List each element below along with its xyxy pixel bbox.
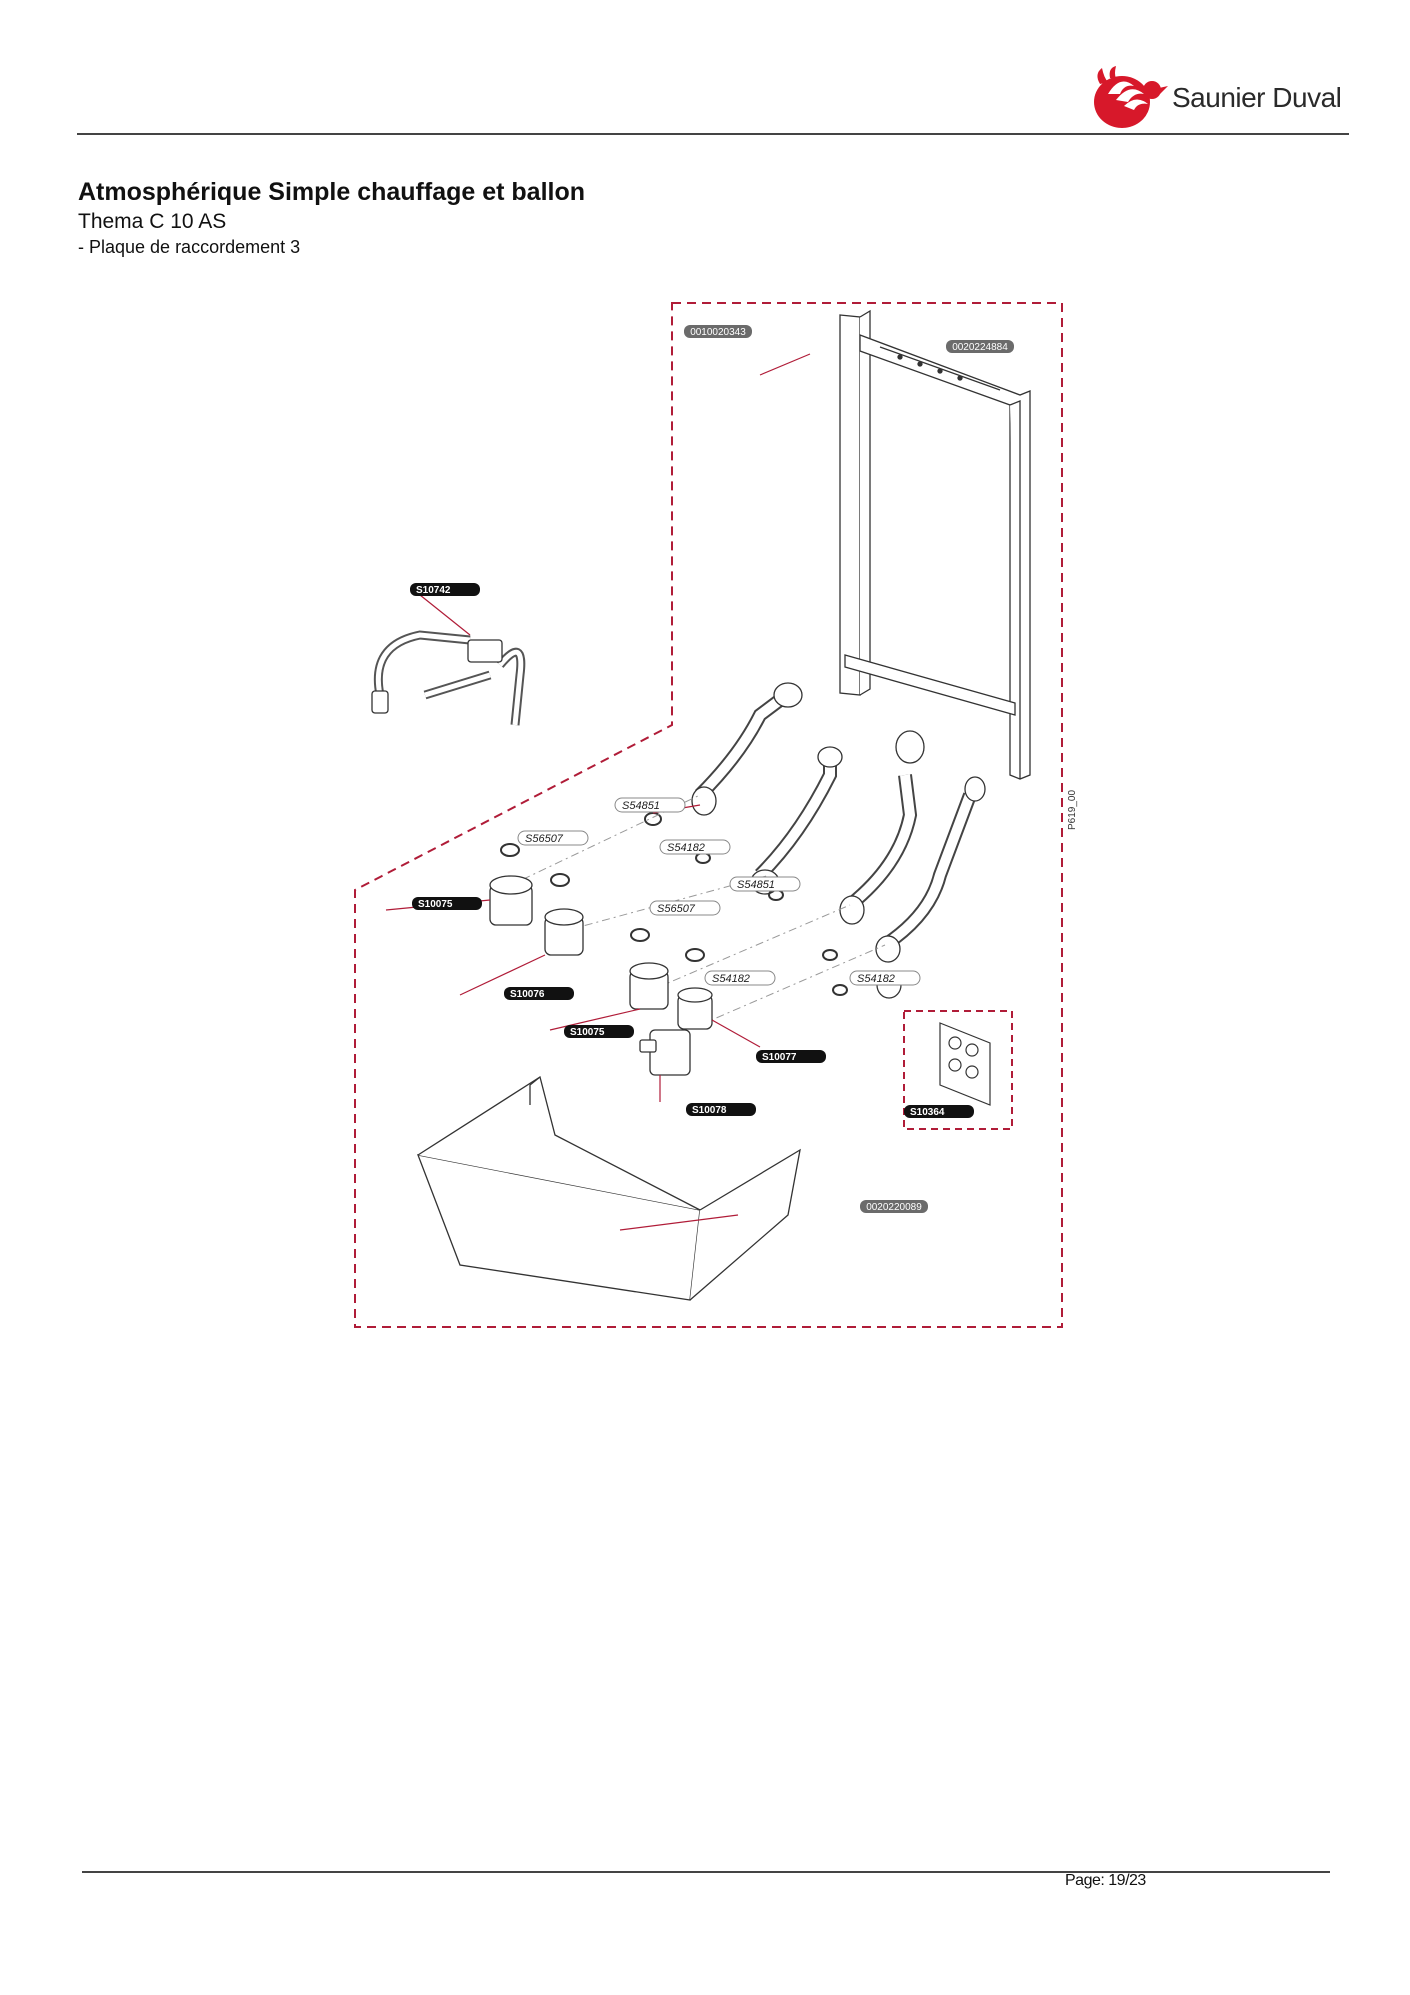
- kit-boundary: [354, 302, 1063, 1328]
- connection-gasket: [939, 1022, 991, 1106]
- badge-text: S10076: [510, 989, 545, 1000]
- mounting-frame: [839, 309, 1031, 780]
- label-text: S54851: [737, 879, 775, 891]
- badge-text: 0020224884: [952, 342, 1008, 353]
- label-text: S56507: [657, 903, 696, 915]
- page-number: Page: 19/23: [1065, 1872, 1146, 1890]
- leader-lines: [385, 353, 811, 1231]
- exploded-parts-diagram: 0010020343 0020224884 0020220089 S10742 …: [340, 295, 1080, 1345]
- label-text: S56507: [525, 833, 564, 845]
- badge-text: S10742: [416, 585, 451, 596]
- connection-pipes: [691, 682, 986, 999]
- page-total: 23: [1129, 1872, 1146, 1889]
- section-name: - Plaque de raccordement 3: [78, 237, 301, 257]
- lower-cover: [416, 1075, 801, 1301]
- drain-hose-assembly: [371, 630, 526, 726]
- header-divider: [77, 133, 1349, 135]
- page-separator: /: [1125, 1872, 1130, 1889]
- badge-text: S10364: [910, 1107, 945, 1118]
- label-text: S54182: [667, 842, 705, 854]
- brand-name: Saunier Duval: [1172, 82, 1342, 113]
- parts-drawing: 0010020343 0020224884 0020220089 S10742 …: [354, 302, 1078, 1328]
- label-text: S54851: [622, 800, 660, 812]
- brand-logo: Saunier Duval: [1090, 64, 1355, 130]
- drawing-reference: P619_00: [1067, 790, 1078, 830]
- model-name: Thema C 10 AS: [78, 210, 227, 233]
- grey-label-badges: 0010020343 0020224884 0020220089: [684, 325, 1014, 1213]
- badge-text: S10077: [762, 1052, 797, 1063]
- badge-text: 0020220089: [866, 1202, 922, 1213]
- badge-text: S10075: [570, 1027, 605, 1038]
- label-text: S54182: [857, 973, 895, 985]
- page-current: 19: [1108, 1872, 1126, 1889]
- label-text: S54182: [712, 973, 750, 985]
- accessory-boundary: [903, 1010, 1013, 1130]
- outline-label-badges: S54851 S56507 S54182 S54851 S56507 S5418…: [517, 797, 921, 986]
- brand-bird-icon: [1094, 66, 1168, 128]
- footer-divider: [82, 1871, 1330, 1873]
- dark-label-badges: S10742 S10075 S10076 S10075 S10077 S1007…: [410, 583, 974, 1118]
- badge-text: S10078: [692, 1105, 727, 1116]
- badge-text: 0010020343: [690, 327, 746, 338]
- valves: [489, 875, 713, 1076]
- badge-text: S10075: [418, 899, 453, 910]
- page-title: Atmosphérique Simple chauffage et ballon: [78, 178, 586, 206]
- page-prefix: Page:: [1065, 1872, 1105, 1889]
